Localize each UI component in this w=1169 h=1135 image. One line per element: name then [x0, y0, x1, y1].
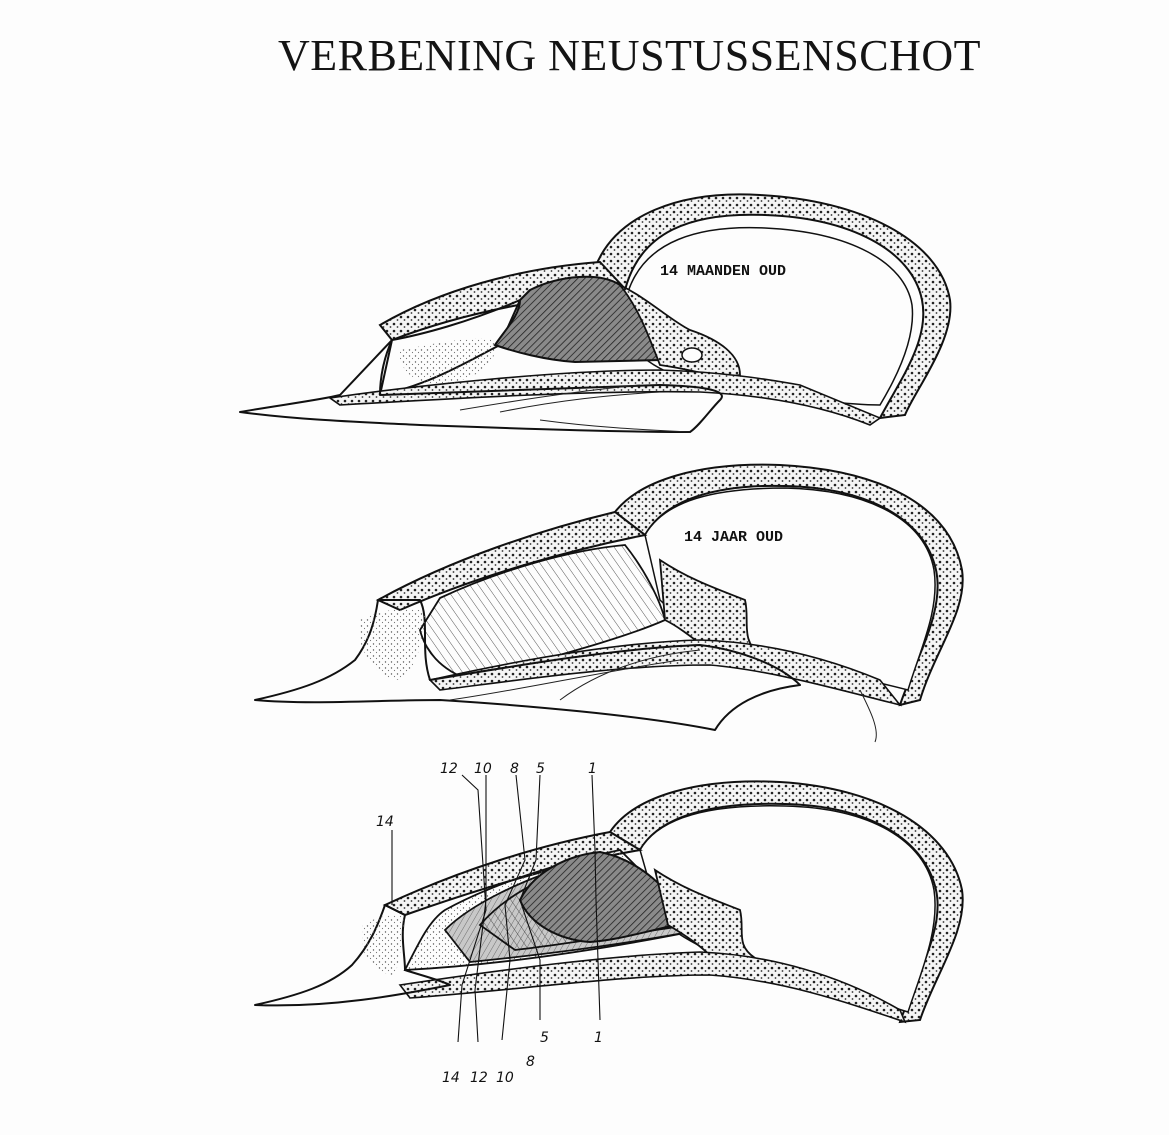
stage-label-14-years: 14 JAAR OUD: [684, 529, 783, 546]
stage-number-bottom-10: 10: [496, 1070, 514, 1086]
stage-number-bottom-12: 12: [470, 1070, 488, 1086]
stage-number-top-12: 12: [440, 761, 458, 777]
stage-number-top-5: 5: [536, 761, 545, 777]
stage-number-top-14: 14: [376, 814, 394, 830]
stage-number-bottom-5: 5: [540, 1030, 549, 1046]
stage-number-top-8: 8: [510, 761, 519, 777]
stage-number-top-1: 1: [588, 761, 597, 777]
panel-14-months: 14 MAANDEN OUD: [240, 194, 950, 432]
stage-number-bottom-1: 1: [594, 1030, 603, 1046]
stage-number-bottom-14: 14: [442, 1070, 460, 1086]
panel-stages: 14 12 10 8 5 1 14 12 10 8 5 1: [255, 761, 963, 1086]
stage-label-14-months: 14 MAANDEN OUD: [660, 263, 786, 280]
stage-number-top-10: 10: [474, 761, 492, 777]
panel-14-years: 14 JAAR OUD: [255, 465, 963, 742]
stage-number-bottom-8: 8: [526, 1054, 535, 1070]
